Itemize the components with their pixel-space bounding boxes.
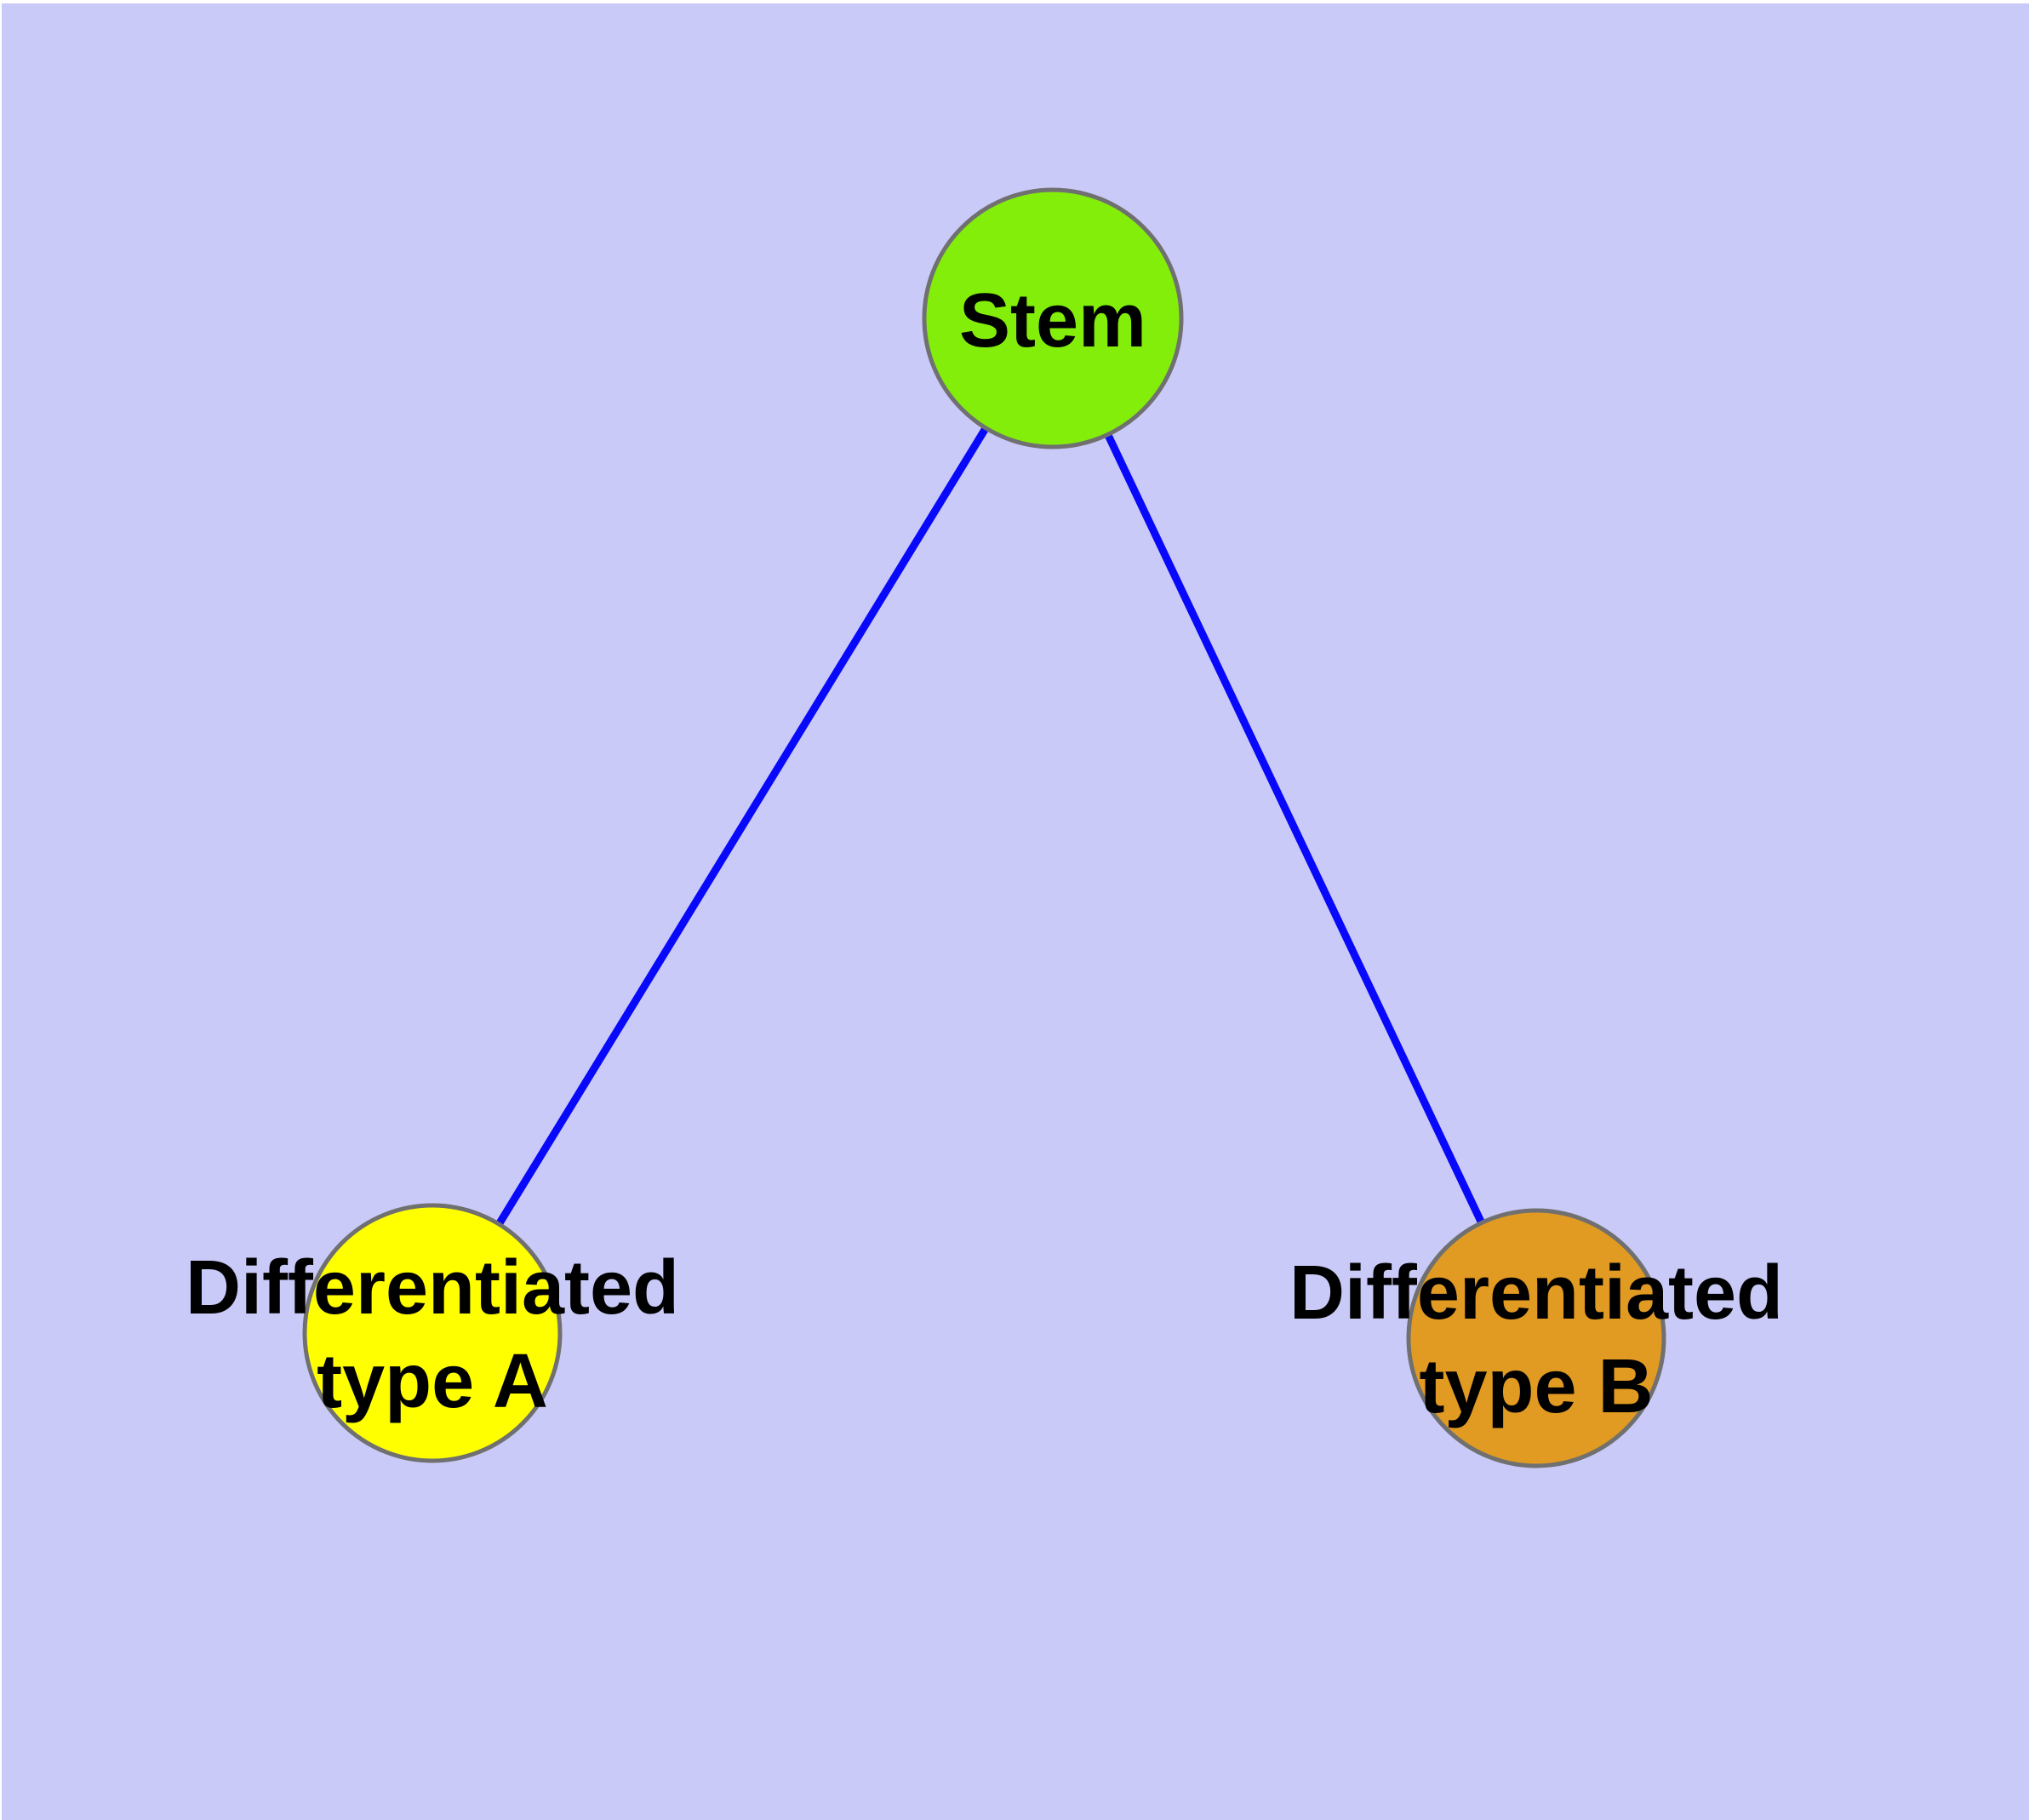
- node-stem-label-line-1: Stem: [959, 278, 1146, 363]
- node-differentiated-type-a-label-line-1: Differentiated: [186, 1245, 679, 1331]
- node-differentiated-type-b-circle: [1406, 1208, 1666, 1468]
- node-stem-circle: [922, 187, 1184, 449]
- node-stem-label: Stem: [959, 278, 1146, 363]
- node-differentiated-type-a-circle: [302, 1203, 563, 1463]
- node-differentiated-type-b-label-line-1: Differentiated: [1289, 1251, 1783, 1336]
- edge-stem-to-differentiated-type-a: [429, 316, 1056, 1336]
- edge-stem-to-differentiated-type-b: [1049, 317, 1540, 1340]
- node-differentiated-type-a-label-line-2: type A: [317, 1339, 548, 1424]
- node-differentiated-type-b-label-line-2: type B: [1419, 1344, 1653, 1429]
- nodes-layer: [302, 187, 1666, 1468]
- edges-layer: [429, 316, 1540, 1340]
